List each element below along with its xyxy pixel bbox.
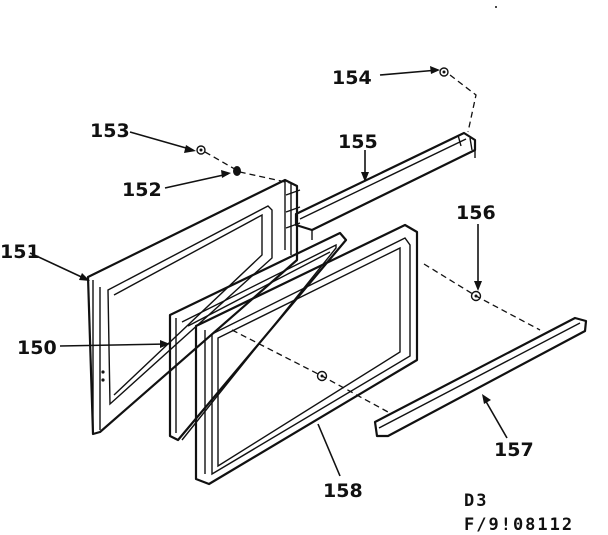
part-158-outer-door-panel <box>194 223 419 486</box>
part-150-inner-door-panel <box>168 231 348 442</box>
label-158: 158 <box>323 480 363 502</box>
screw-154-icon <box>439 67 449 77</box>
leader-arrows <box>29 66 508 477</box>
assembly-lines <box>204 74 541 413</box>
label-156: 156 <box>456 202 496 224</box>
label-150: 150 <box>17 337 57 359</box>
label-154: 154 <box>332 67 372 89</box>
label-157: 157 <box>494 439 534 461</box>
spacer-152-icon <box>233 166 241 176</box>
part-157-trim-strip <box>373 316 588 438</box>
figure-code: F/9!08112 <box>464 515 574 535</box>
label-151: 151 <box>0 241 40 263</box>
screw-153-icon <box>196 145 206 155</box>
part-155-hinge-channel <box>294 131 477 240</box>
label-155: 155 <box>338 131 378 153</box>
label-152: 152 <box>122 179 162 201</box>
label-153: 153 <box>90 120 130 142</box>
speck <box>495 6 497 8</box>
section-code: D3 <box>464 491 488 511</box>
part-151-door-frame <box>86 178 301 436</box>
